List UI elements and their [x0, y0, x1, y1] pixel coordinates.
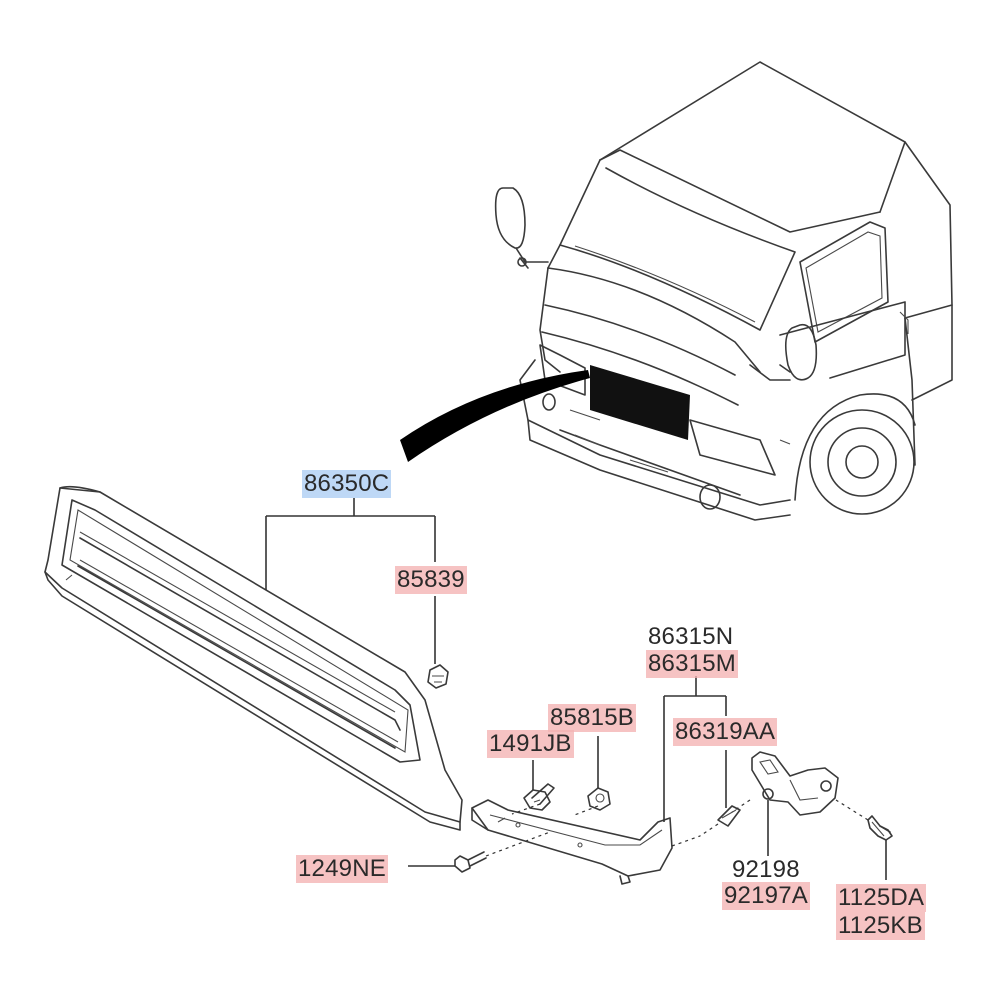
part-label-92198[interactable]: 92198 — [732, 856, 800, 883]
part-label-85839[interactable]: 85839 — [395, 566, 467, 594]
bracket-92198 — [751, 751, 839, 816]
radiator-grille-part — [44, 485, 463, 831]
part-label-1125KB[interactable]: 1125KB — [836, 912, 925, 940]
part-label-86350C[interactable]: 86350C — [302, 470, 392, 498]
clip-85839 — [427, 664, 449, 689]
truck-illustration — [494, 61, 953, 521]
clip-85815B — [587, 787, 611, 811]
pointer-arrow — [400, 370, 590, 462]
part-label-85815B[interactable]: 85815B — [548, 704, 636, 732]
fastener-1491JB — [523, 783, 555, 811]
part-label-92197A[interactable]: 92197A — [722, 882, 810, 910]
part-label-1125DA[interactable]: 1125DA — [836, 884, 927, 912]
screw-1249NE — [454, 851, 487, 873]
pin-86319AA — [717, 805, 741, 827]
leader-lines — [265, 498, 887, 880]
part-label-1491JB[interactable]: 1491JB — [487, 730, 574, 758]
bolt-1125DA — [867, 815, 893, 841]
part-label-86315N[interactable]: 86315N — [648, 623, 734, 650]
part-label-1249NE[interactable]: 1249NE — [296, 855, 388, 883]
part-label-86319AA[interactable]: 86319AA — [673, 718, 778, 746]
part-label-86315M[interactable]: 86315M — [646, 650, 738, 678]
grille-molding-part — [471, 799, 673, 885]
